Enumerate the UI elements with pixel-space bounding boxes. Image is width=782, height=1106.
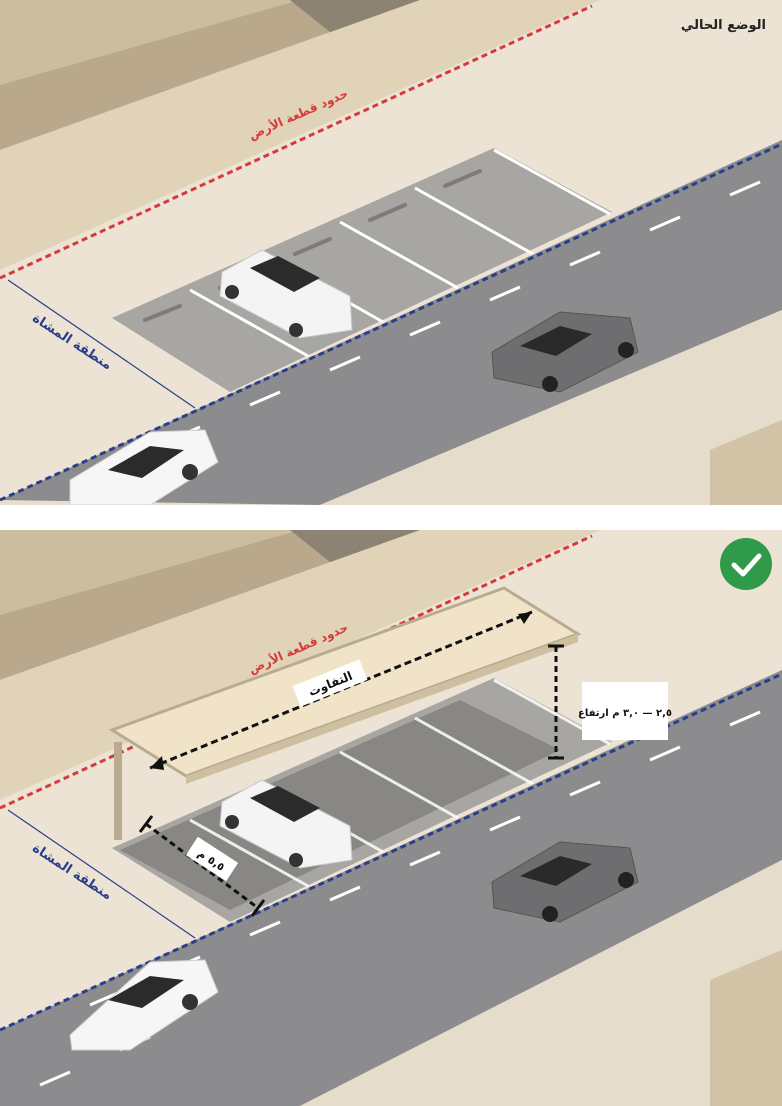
white-car-driving: [69, 959, 219, 1051]
white-car-driving: [69, 429, 219, 505]
grey-car-driving: [491, 841, 639, 923]
road: [0, 140, 782, 505]
parking-lot: [112, 148, 612, 392]
pedestrian-zone-line: [7, 279, 196, 409]
proposed-solution-panel: التفاوت ٢,٥ — ٣,٠ م ارتفاع ٥,٥ م حدود قط…: [0, 530, 782, 1106]
white-car-parked: [219, 779, 353, 869]
current-situation-illustration: حدود قطعة الأرض منطقة المشاة: [0, 0, 782, 505]
plot-boundary-line: [0, 4, 593, 280]
proposed-solution-illustration: التفاوت ٢,٥ — ٣,٠ م ارتفاع ٥,٥ م حدود قط…: [0, 530, 782, 1106]
current-situation-panel: حدود قطعة الأرض منطقة المشاة الوضع الحال…: [0, 0, 782, 505]
check-circle-icon: [720, 538, 772, 590]
road-edge-line: [0, 672, 782, 1032]
grey-car-driving: [491, 311, 639, 393]
height-label: ٢,٥ — ٣,٠ م ارتفاع: [578, 708, 672, 719]
depth-dimension: [145, 822, 259, 910]
variable-length-dimension: [149, 610, 533, 770]
white-car-parked: [219, 249, 353, 339]
canopy-shadow: [120, 700, 560, 910]
road-edge-line: [0, 142, 782, 502]
panel-title: الوضع الحالي: [680, 18, 766, 33]
